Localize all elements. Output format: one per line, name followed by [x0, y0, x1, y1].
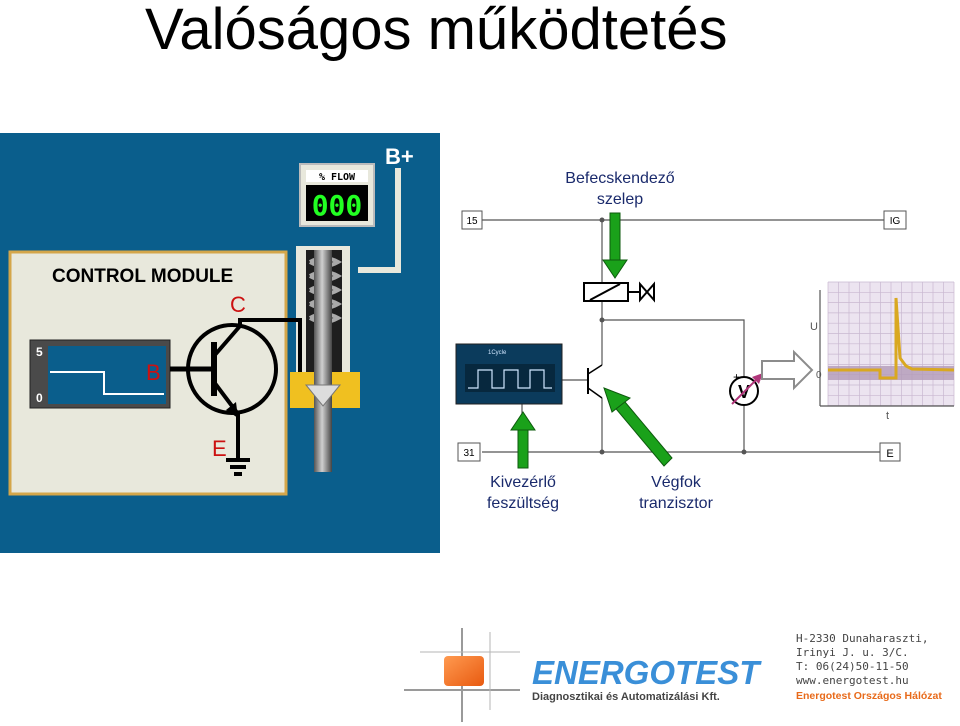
terminal-ig: IG: [890, 216, 901, 227]
terminal-31: 31: [463, 448, 475, 459]
voltmeter-plus: +: [733, 370, 740, 384]
terminal-e-box: [879, 442, 901, 462]
waveform-y-axis-label: U: [810, 321, 818, 333]
flow-meter: % FLOW 000: [299, 163, 375, 227]
transistor-emitter-arrow: [226, 402, 238, 418]
module-scope-top-label: 5: [36, 345, 43, 359]
injector-label-line1: Befecskendező: [565, 170, 675, 187]
module-scope-trace: [50, 371, 164, 395]
valve-symbol: [639, 281, 655, 303]
transistor-emitter-label: E: [212, 436, 227, 461]
control-arrow-head: [510, 411, 536, 431]
logo-tagline: Diagnosztikai és Automatizálási Kft.: [532, 691, 720, 703]
flow-meter-value: 000: [312, 189, 363, 222]
injector-valve: [290, 246, 360, 472]
valve-arrow-shaft: [609, 212, 621, 262]
logo-network: Energotest Országos Hálózat: [796, 690, 942, 702]
logo-brand: ENERGOTEST: [532, 654, 762, 691]
waveform-trace: [828, 297, 955, 380]
npn-emitter: [587, 387, 603, 399]
control-module: CONTROL MODULE 5 0 C B E: [8, 250, 302, 496]
flow-meter-screen: [306, 185, 368, 221]
transistor-arrow-shaft: [611, 395, 673, 467]
injector-label-line2: szelep: [597, 191, 643, 208]
control-label-line2: feszültség: [487, 495, 559, 512]
node-1: [599, 217, 605, 223]
mini-scope-screen: [465, 364, 555, 392]
waveform-x-axis-label: t: [886, 410, 889, 422]
supply-wire: [358, 168, 401, 273]
npn-collector: [587, 364, 603, 375]
supply-label: B+: [385, 144, 414, 169]
transistor-arrow-head: [603, 387, 632, 413]
control-label-line1: Kivezérlő: [490, 474, 556, 491]
circuit-diagram: 15 IG 31 E 1Cycle V +: [455, 170, 907, 512]
flow-meter-label: % FLOW: [319, 172, 356, 183]
voltmeter-top-wire: [602, 319, 745, 376]
transistor-collector-lead: [212, 324, 242, 358]
logo-address-2: Irinyi J. u. 3/C.: [796, 646, 909, 659]
transistor-base-label: B: [146, 360, 161, 385]
to-waveform-arrow: [761, 349, 814, 391]
slide-title: Valóságos működtetés: [145, 0, 728, 62]
terminal-31-box: [457, 442, 481, 462]
transistor-label-line1: Végfok: [651, 474, 702, 491]
logo-website: www.energotest.hu: [796, 674, 909, 687]
node-5: [741, 449, 747, 455]
logo-phone: T: 06(24)50-11-50: [796, 660, 909, 673]
mini-scope-label: 1Cycle: [488, 350, 507, 356]
solenoid-coil-diagonal: [589, 283, 621, 301]
node-3: [599, 449, 605, 455]
terminal-15: 15: [466, 216, 478, 227]
mini-scope: 1Cycle: [455, 343, 563, 405]
green-arrows: [510, 212, 673, 469]
node-2: [599, 317, 605, 323]
valve-needle: [304, 384, 342, 407]
mini-scope-trace: [468, 369, 552, 389]
control-arrow-shaft: [517, 427, 529, 469]
control-module-title: CONTROL MODULE: [52, 266, 233, 287]
transistor-collector-label: C: [230, 292, 246, 317]
left-panel: B+ % FLOW 000 CONTROL MODULE 5: [0, 133, 440, 553]
terminal-ig-box: [883, 210, 907, 230]
transistor-label-line2: tranzisztor: [639, 495, 713, 512]
voltmeter-needle: [731, 375, 761, 405]
terminal-e: E: [886, 448, 893, 460]
voltmeter-needle-tip: [752, 373, 763, 384]
logo-orange-square: [444, 656, 484, 686]
valve-plunger: [314, 250, 332, 472]
collector-to-valve-wire: [240, 318, 302, 372]
waveform-graph: U t 0: [810, 281, 955, 422]
valve-spring: [309, 256, 343, 324]
waveform-zero-label: 0: [816, 370, 822, 381]
energotest-logo: ENERGOTEST Diagnosztikai és Automatizálá…: [404, 628, 942, 722]
module-scope-bottom-label: 0: [36, 391, 43, 405]
valve-arrow-head: [602, 259, 628, 279]
flow-meter-label-bg: [306, 170, 368, 182]
terminal-15-box: [461, 210, 483, 230]
logo-address-1: H-2330 Dunaharaszti,: [796, 632, 928, 645]
